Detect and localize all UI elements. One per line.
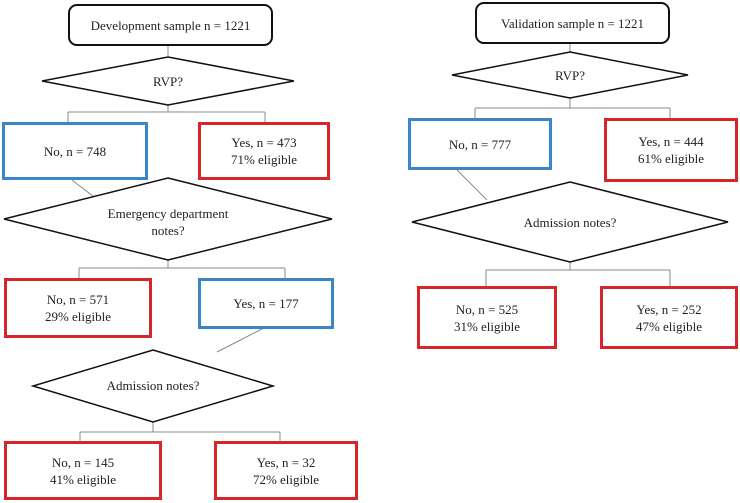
connector-val-no-to-admission (456, 169, 488, 201)
rvp-no-box: No, n = 748 (2, 122, 148, 180)
val-rvp-yes-box: Yes, n = 444 61% eligible (604, 118, 738, 182)
validation-sample-label: Validation sample n = 1221 (500, 15, 645, 31)
ed-notes-decision-diamond (3, 177, 333, 261)
val-admission-yes-box: Yes, n = 252 47% eligible (600, 286, 738, 349)
development-sample-box: Development sample n = 1221 (68, 4, 273, 46)
development-sample-label: Development sample n = 1221 (90, 17, 251, 33)
val-rvp-no-box: No, n = 777 (408, 118, 552, 170)
val-admission-no-box: No, n = 525 31% eligible (417, 286, 557, 349)
connector-val-admission-branches (485, 262, 671, 286)
ed-yes-box: Yes, n = 177 (198, 278, 334, 329)
rvp-decision-diamond (41, 56, 295, 106)
admission-decision-diamond (30, 349, 276, 423)
validation-sample-box: Validation sample n = 1221 (475, 2, 670, 44)
connector-admission-branches (79, 422, 281, 441)
rvp-question: RVP? (152, 73, 184, 89)
val-admission-question: Admission notes? (523, 214, 617, 230)
connector-val-rvp-branches (474, 98, 671, 118)
rvp-yes-box: Yes, n = 473 71% eligible (198, 122, 330, 180)
admission-no-box: No, n = 145 41% eligible (4, 441, 162, 500)
val-rvp-question: RVP? (554, 67, 586, 83)
ed-notes-question: Emergency department notes? (107, 206, 229, 238)
val-admission-decision-diamond (411, 181, 729, 263)
ed-no-box: No, n = 571 29% eligible (4, 278, 152, 338)
val-rvp-decision-diamond (451, 51, 689, 99)
connector-rvp-branches (67, 105, 266, 122)
connector-yes-to-admission (216, 328, 263, 353)
admission-question: Admission notes? (106, 377, 200, 393)
admission-yes-box: Yes, n = 32 72% eligible (214, 441, 358, 500)
connector-ed-branches (78, 260, 286, 278)
